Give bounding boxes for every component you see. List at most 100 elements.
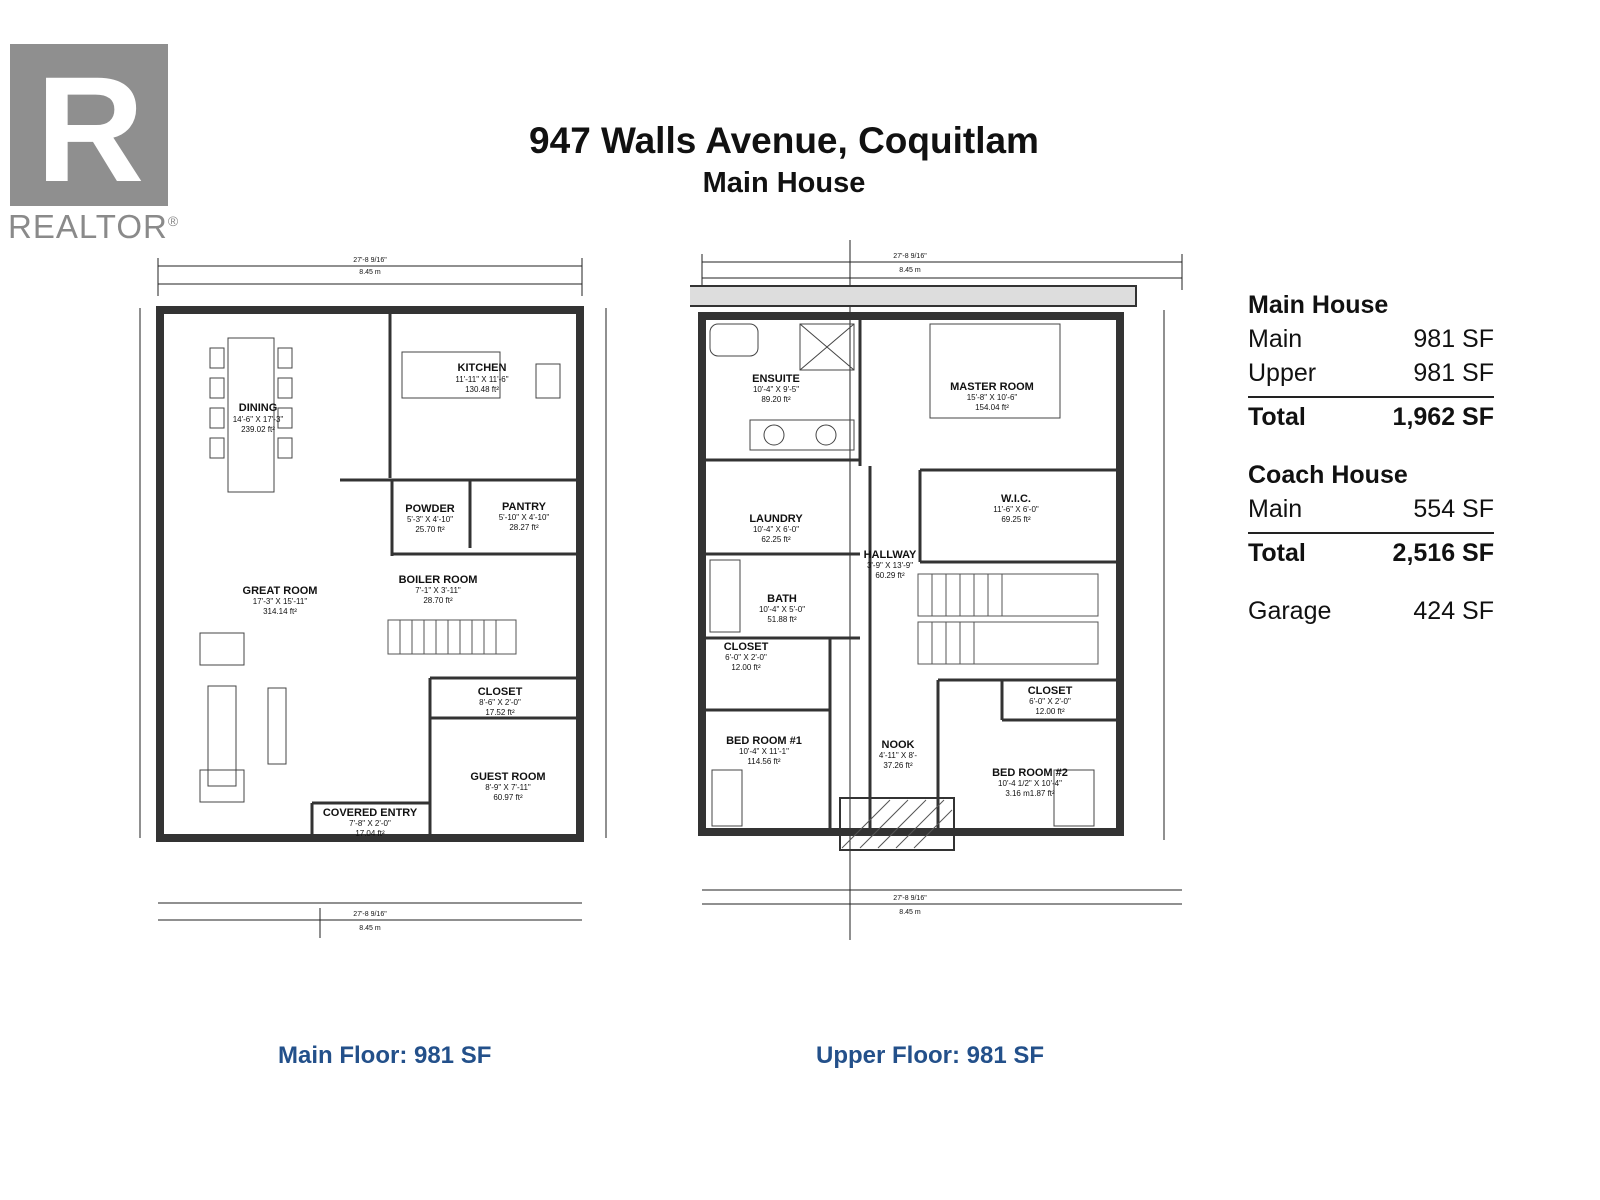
svg-text:27'-8 9/16": 27'-8 9/16" <box>893 253 927 260</box>
main-house-row-upper: Upper 981 SF <box>1248 356 1494 390</box>
svg-text:3'-9" X 13'-9": 3'-9" X 13'-9" <box>867 561 913 570</box>
registered-mark: ® <box>167 213 180 229</box>
svg-text:BED ROOM #1: BED ROOM #1 <box>726 735 802 747</box>
svg-text:BOILER ROOM: BOILER ROOM <box>399 574 478 586</box>
garage-row: Garage 424 SF <box>1248 594 1494 628</box>
svg-text:28.27 ft²: 28.27 ft² <box>509 523 539 532</box>
svg-text:62.25 ft²: 62.25 ft² <box>761 535 791 544</box>
svg-text:27'-8 9/16": 27'-8 9/16" <box>353 257 387 264</box>
coach-house-row-main: Main 554 SF <box>1248 492 1494 526</box>
svg-text:8.45 m: 8.45 m <box>899 267 921 274</box>
svg-text:27'-8 9/16": 27'-8 9/16" <box>893 895 927 902</box>
row-label: Total <box>1248 539 1306 567</box>
svg-text:10'-4 1/2" X 10'-4": 10'-4 1/2" X 10'-4" <box>998 779 1062 788</box>
svg-text:8.45 m: 8.45 m <box>359 925 381 932</box>
svg-text:4'-11" X 8'-: 4'-11" X 8'- <box>879 751 918 760</box>
svg-text:3.16 m1.87 ft²: 3.16 m1.87 ft² <box>1005 789 1055 798</box>
svg-text:5'-3" X 4'-10": 5'-3" X 4'-10" <box>407 515 453 524</box>
svg-text:7'-8" X 2'-0": 7'-8" X 2'-0" <box>349 819 391 828</box>
svg-text:GREAT ROOM: GREAT ROOM <box>243 585 318 597</box>
svg-text:60.29 ft²: 60.29 ft² <box>875 571 905 580</box>
svg-text:8.45 m: 8.45 m <box>899 909 921 916</box>
svg-text:114.56 ft²: 114.56 ft² <box>747 757 781 766</box>
svg-text:W.I.C.: W.I.C. <box>1001 493 1031 505</box>
main-house-row-main: Main 981 SF <box>1248 322 1494 356</box>
svg-text:89.20 ft²: 89.20 ft² <box>761 395 791 404</box>
row-value: 424 SF <box>1413 597 1494 625</box>
area-summary: Main House Main 981 SF Upper 981 SF Tota… <box>1248 288 1494 628</box>
svg-text:12.00 ft²: 12.00 ft² <box>1035 707 1065 716</box>
svg-text:CLOSET: CLOSET <box>1028 685 1073 697</box>
main-floor-caption: Main Floor: 981 SF <box>278 1042 492 1069</box>
svg-text:15'-8" X 10'-6": 15'-8" X 10'-6" <box>967 393 1018 402</box>
svg-text:6'-0" X 2'-0": 6'-0" X 2'-0" <box>1029 697 1071 706</box>
upper-floor-caption: Upper Floor: 981 SF <box>816 1042 1045 1069</box>
svg-text:8'-9" X 7'-11": 8'-9" X 7'-11" <box>485 783 531 792</box>
svg-text:ENSUITE: ENSUITE <box>752 373 800 385</box>
svg-text:239.02 ft²: 239.02 ft² <box>241 425 275 434</box>
row-label: Total <box>1248 403 1306 431</box>
coach-house-heading: Coach House <box>1248 461 1408 489</box>
svg-text:8'-6" X 2'-0": 8'-6" X 2'-0" <box>479 698 521 707</box>
svg-text:51.88 ft²: 51.88 ft² <box>767 615 797 624</box>
main-floor-plan: DINING 14'-6" X 17'-3" 239.02 ft² KITCHE… <box>130 248 630 948</box>
row-label: Garage <box>1248 597 1332 625</box>
svg-text:MASTER ROOM: MASTER ROOM <box>950 381 1034 393</box>
svg-text:37.26 ft²: 37.26 ft² <box>883 761 913 770</box>
svg-text:DINING: DINING <box>239 402 278 414</box>
svg-text:10'-4" X 11'-1": 10'-4" X 11'-1" <box>739 747 789 756</box>
svg-text:BATH: BATH <box>767 593 797 605</box>
svg-text:130.48 ft²: 130.48 ft² <box>465 385 499 394</box>
svg-text:314.14 ft²: 314.14 ft² <box>263 607 297 616</box>
row-value: 554 SF <box>1413 495 1494 523</box>
main-house-total: Total 1,962 SF <box>1248 396 1494 434</box>
svg-text:PANTRY: PANTRY <box>502 501 547 513</box>
svg-text:KITCHEN: KITCHEN <box>458 362 507 374</box>
svg-text:11'-6" X 6'-0": 11'-6" X 6'-0" <box>993 505 1039 514</box>
svg-text:17.52 ft²: 17.52 ft² <box>485 708 515 717</box>
svg-text:69.25 ft²: 69.25 ft² <box>1001 515 1031 524</box>
row-label: Main <box>1248 325 1303 353</box>
svg-text:CLOSET: CLOSET <box>478 686 523 698</box>
row-label: Main <box>1248 495 1303 523</box>
svg-text:27'-8 9/16": 27'-8 9/16" <box>353 911 387 918</box>
svg-text:60.97 ft²: 60.97 ft² <box>493 793 523 802</box>
page-subtitle-text: Main House <box>702 167 866 199</box>
page-subtitle: Main House <box>0 167 1600 200</box>
realtor-logo-word: REALTOR <box>8 208 168 245</box>
svg-text:COVERED ENTRY: COVERED ENTRY <box>323 807 418 819</box>
row-value: 981 SF <box>1413 325 1494 353</box>
upper-floor-plan: ENSUITE 10'-4" X 9'-5" 89.20 ft² MASTER … <box>690 240 1210 950</box>
svg-text:8.45 m: 8.45 m <box>359 269 381 276</box>
row-label: Upper <box>1248 359 1317 387</box>
svg-text:25.70 ft²: 25.70 ft² <box>415 525 445 534</box>
svg-text:17.04 ft²: 17.04 ft² <box>355 829 385 838</box>
svg-text:28.70 ft²: 28.70 ft² <box>423 596 453 605</box>
page-title-text: 947 Walls Avenue, Coquitlam <box>529 120 1039 161</box>
svg-text:5'-10" X 4'-10": 5'-10" X 4'-10" <box>499 513 550 522</box>
coach-house-total: Total 2,516 SF <box>1248 532 1494 570</box>
row-value: 2,516 SF <box>1392 539 1494 567</box>
svg-text:10'-4" X 9'-5": 10'-4" X 9'-5" <box>753 385 799 394</box>
svg-text:POWDER: POWDER <box>405 503 455 515</box>
svg-text:12.00 ft²: 12.00 ft² <box>731 663 761 672</box>
main-house-heading: Main House <box>1248 291 1389 319</box>
svg-text:14'-6" X 17'-3": 14'-6" X 17'-3" <box>233 415 284 424</box>
svg-text:154.04 ft²: 154.04 ft² <box>975 403 1009 412</box>
svg-text:10'-4" X 5'-0": 10'-4" X 5'-0" <box>759 605 805 614</box>
row-value: 1,962 SF <box>1392 403 1494 431</box>
svg-text:NOOK: NOOK <box>882 739 915 751</box>
svg-text:GUEST ROOM: GUEST ROOM <box>470 771 545 783</box>
row-value: 981 SF <box>1413 359 1494 387</box>
svg-text:HALLWAY: HALLWAY <box>864 549 917 561</box>
svg-text:17'-3" X 15'-11": 17'-3" X 15'-11" <box>253 597 308 606</box>
svg-text:BED ROOM #2: BED ROOM #2 <box>992 767 1068 779</box>
realtor-logo-mark: R <box>10 44 168 206</box>
page-title: 947 Walls Avenue, Coquitlam <box>0 120 1600 162</box>
svg-text:LAUNDRY: LAUNDRY <box>749 513 803 525</box>
svg-text:11'-11" X 11'-6": 11'-11" X 11'-6" <box>455 375 508 384</box>
realtor-logo: R REALTOR® <box>8 44 190 254</box>
svg-text:CLOSET: CLOSET <box>724 641 769 653</box>
svg-text:6'-0" X 2'-0": 6'-0" X 2'-0" <box>725 653 767 662</box>
svg-text:7'-1" X 3'-11": 7'-1" X 3'-11" <box>415 586 461 595</box>
